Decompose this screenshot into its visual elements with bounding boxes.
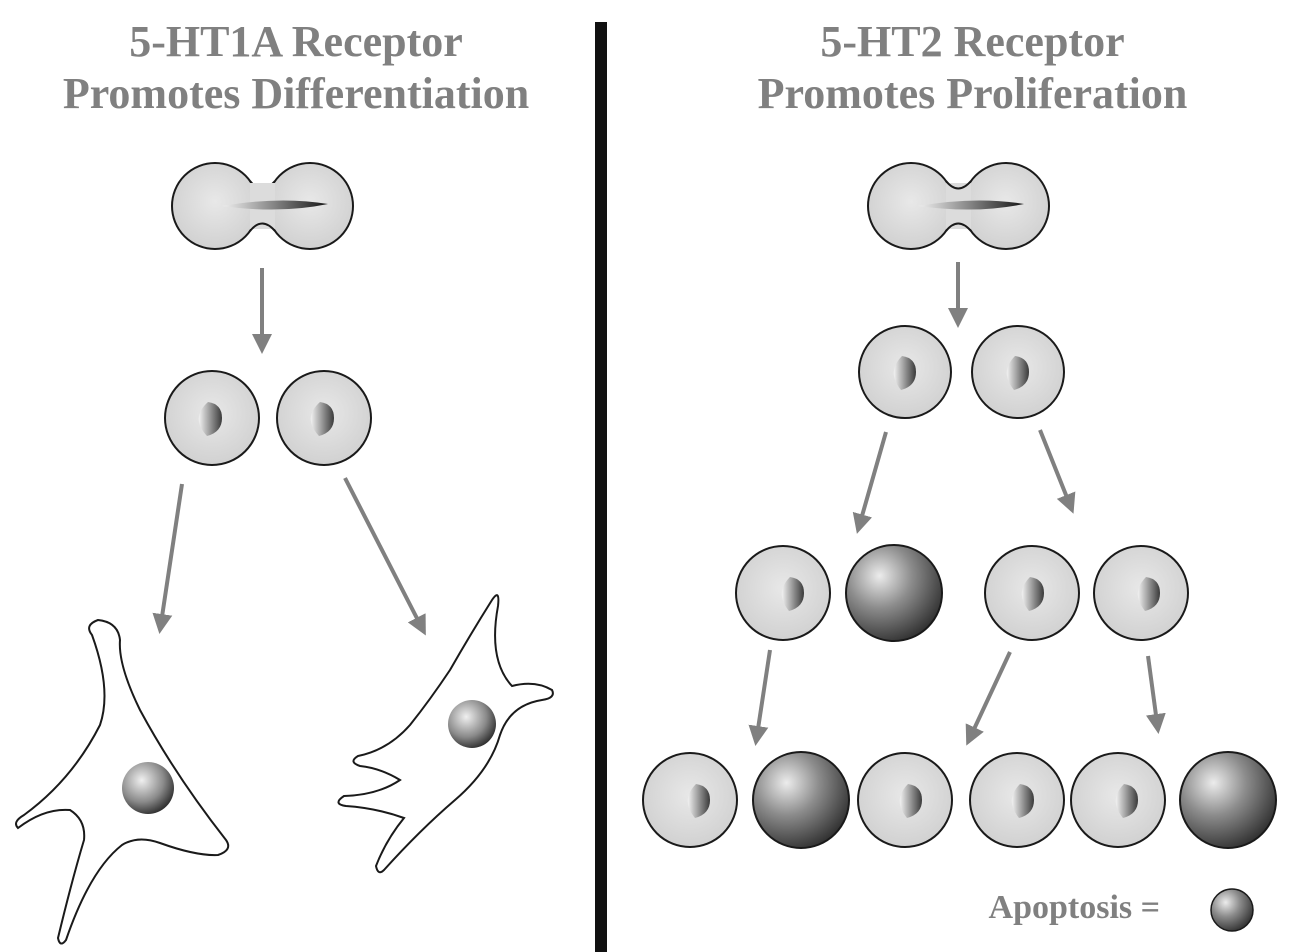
apoptotic-cell [1179, 751, 1277, 849]
right-panel-title: 5-HT2 Receptor Promotes Proliferation [640, 16, 1305, 120]
differentiated-cell-right [337, 594, 554, 874]
right-arrow-3 [1038, 429, 1076, 514]
left-title-line-2: Promotes Differentiation [62, 69, 530, 118]
legend-apoptosis-label: Apoptosis = [988, 889, 1160, 926]
right-title-line-1: 5-HT2 Receptor [820, 17, 1125, 66]
left-title-line-1: 5-HT1A Receptor [129, 17, 463, 66]
apoptotic-cell [752, 751, 850, 849]
left-arrow-2 [152, 483, 184, 634]
left-dividing-cell [171, 162, 354, 250]
apoptotic-cell [845, 544, 943, 642]
right-title-line-2: Promotes Proliferation [757, 69, 1188, 118]
left-panel-title: 5-HT1A Receptor Promotes Differentiation [0, 16, 592, 120]
right-dividing-cell [867, 162, 1050, 250]
right-arrow-5 [965, 651, 1012, 746]
right-arrow-2 [852, 431, 888, 534]
right-arrow-6 [1145, 655, 1166, 734]
differentiated-cell-left [15, 618, 230, 945]
right-arrow-4 [748, 649, 772, 746]
legend-apoptosis-icon [1210, 888, 1254, 932]
left-daughter-cells [164, 370, 372, 466]
right-generation-3-cells [735, 544, 1189, 642]
left-arrow-3 [343, 477, 426, 636]
right-generation-4-cells [642, 751, 1277, 849]
panel-divider [595, 22, 607, 952]
right-generation-2-cells [858, 325, 1065, 419]
